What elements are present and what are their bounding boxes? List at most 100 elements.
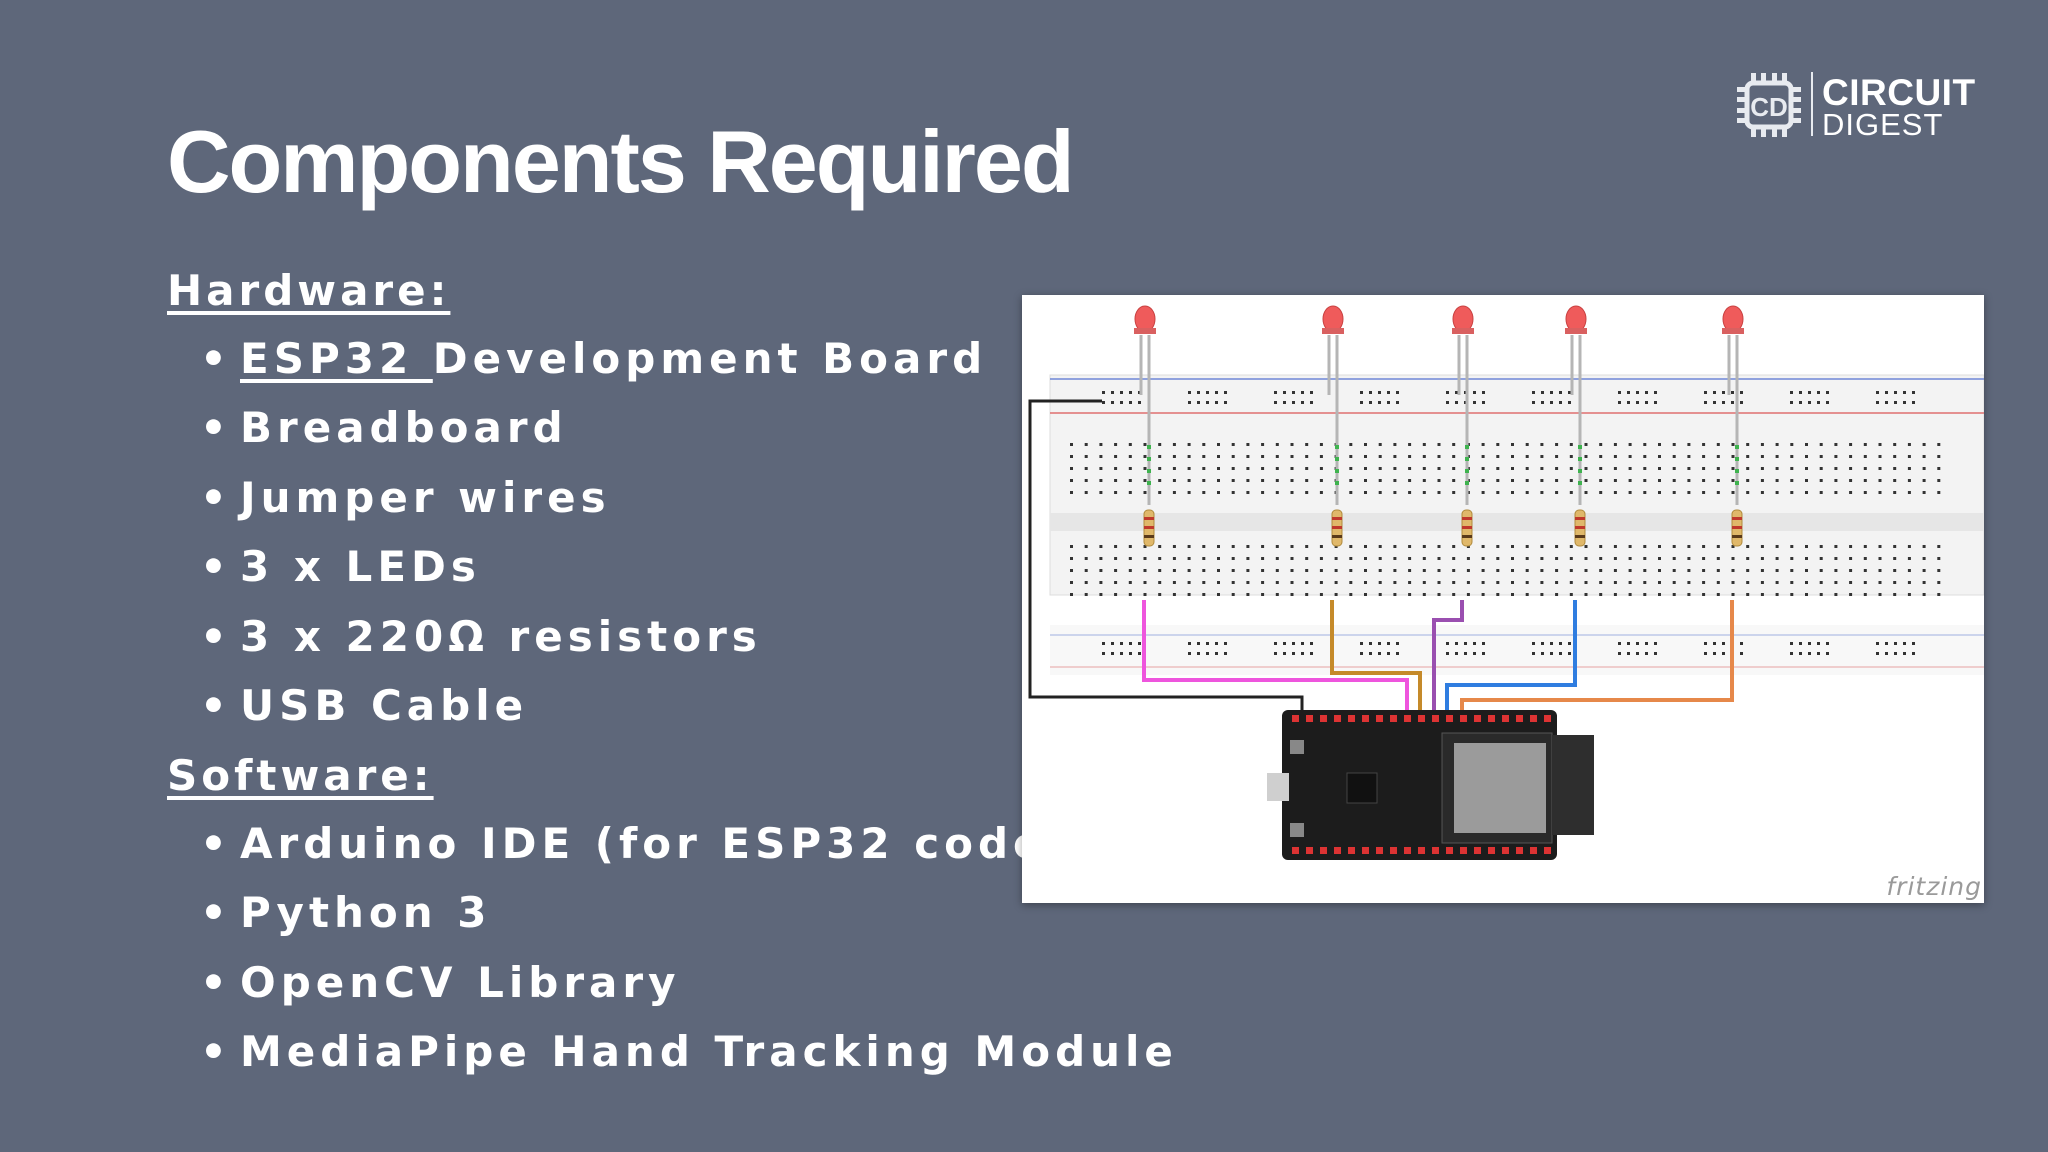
rail-hole	[1799, 401, 1802, 404]
rail-hole	[1826, 652, 1829, 655]
grid-hole	[1422, 545, 1426, 548]
rail-hole	[1301, 652, 1304, 655]
grid-hole	[1202, 443, 1206, 446]
active-hole	[1147, 481, 1151, 485]
rail-hole	[1292, 642, 1295, 645]
grid-hole	[1319, 569, 1323, 572]
rail-hole	[1618, 652, 1621, 655]
rail-hole	[1224, 401, 1227, 404]
rail-hole	[1360, 652, 1363, 655]
grid-hole	[1187, 467, 1191, 470]
header-pin	[1446, 847, 1453, 854]
grid-hole	[1790, 443, 1794, 446]
grid-hole	[1202, 557, 1206, 560]
grid-hole	[1070, 593, 1073, 596]
grid-hole	[1716, 491, 1720, 494]
grid-hole	[1275, 443, 1279, 446]
grid-hole	[1408, 443, 1412, 446]
grid-hole	[1731, 545, 1735, 548]
header-pin	[1334, 847, 1341, 854]
grid-hole	[1231, 455, 1235, 458]
grid-hole	[1658, 467, 1661, 470]
grid-hole	[1099, 467, 1103, 470]
grid-hole	[1393, 557, 1397, 560]
grid-hole	[1305, 455, 1309, 458]
grid-hole	[1452, 557, 1456, 560]
grid-hole	[1481, 455, 1485, 458]
grid-hole	[1878, 491, 1882, 494]
rail-hole	[1894, 652, 1897, 655]
grid-hole	[1893, 491, 1897, 494]
grid-hole	[1672, 455, 1676, 458]
header-pin	[1516, 847, 1523, 854]
led-base	[1722, 328, 1744, 334]
grid-hole	[1937, 581, 1941, 584]
grid-hole	[1217, 491, 1220, 494]
resistor-band	[1732, 526, 1742, 529]
rail-hole	[1310, 401, 1313, 404]
grid-hole	[1349, 557, 1353, 560]
grid-hole	[1378, 455, 1382, 458]
grid-hole	[1922, 479, 1926, 482]
grid-hole	[1290, 545, 1294, 548]
grid-hole	[1863, 593, 1867, 596]
grid-hole	[1202, 479, 1206, 482]
grid-hole	[1217, 581, 1220, 584]
header-pin	[1446, 715, 1453, 722]
active-hole	[1578, 481, 1582, 485]
grid-hole	[1275, 491, 1279, 494]
grid-hole	[1569, 491, 1573, 494]
grid-hole	[1569, 479, 1573, 482]
rail-hole	[1627, 642, 1630, 645]
grid-hole	[1613, 443, 1617, 446]
grid-hole	[1114, 491, 1118, 494]
rail-hole	[1473, 401, 1476, 404]
grid-hole	[1907, 491, 1911, 494]
grid-hole	[1540, 443, 1544, 446]
rail-hole	[1446, 391, 1449, 394]
grid-hole	[1290, 491, 1294, 494]
grid-hole	[1893, 593, 1897, 596]
rail-hole	[1912, 401, 1915, 404]
grid-hole	[1099, 479, 1103, 482]
grid-hole	[1746, 545, 1750, 548]
bullet: •	[200, 334, 227, 383]
grid-hole	[1540, 557, 1544, 560]
grid-hole	[1481, 581, 1485, 584]
grid-hole	[1143, 557, 1147, 560]
esp32-link[interactable]: ESP32	[240, 334, 433, 383]
rail-hole	[1740, 642, 1743, 645]
grid-hole	[1716, 443, 1720, 446]
grid-hole	[1878, 479, 1882, 482]
active-hole	[1147, 457, 1151, 461]
rail-hole	[1799, 642, 1802, 645]
rail-hole	[1111, 401, 1114, 404]
rail-hole	[1482, 652, 1485, 655]
grid-hole	[1805, 569, 1808, 572]
rail-hole	[1654, 652, 1657, 655]
grid-hole	[1599, 491, 1603, 494]
rail-hole	[1129, 642, 1132, 645]
grid-hole	[1172, 443, 1176, 446]
grid-hole	[1231, 569, 1235, 572]
rail-hole	[1274, 391, 1277, 394]
grid-hole	[1760, 455, 1764, 458]
list-item: •Breadboard	[200, 393, 987, 462]
grid-hole	[1613, 491, 1617, 494]
grid-hole	[1496, 557, 1500, 560]
grid-hole	[1481, 467, 1485, 470]
grid-hole	[1731, 581, 1735, 584]
grid-hole	[1408, 491, 1412, 494]
header-pin	[1544, 715, 1551, 722]
rail-hole	[1799, 391, 1802, 394]
rail-hole	[1790, 391, 1793, 394]
grid-hole	[1408, 593, 1412, 596]
grid-hole	[1907, 581, 1911, 584]
logo-text-circuit: CIRCUIT	[1822, 72, 1976, 113]
rail-hole	[1396, 391, 1399, 394]
rail-hole	[1894, 642, 1897, 645]
grid-hole	[1628, 557, 1632, 560]
grid-hole	[1878, 569, 1882, 572]
grid-hole	[1231, 491, 1235, 494]
grid-hole	[1672, 581, 1676, 584]
